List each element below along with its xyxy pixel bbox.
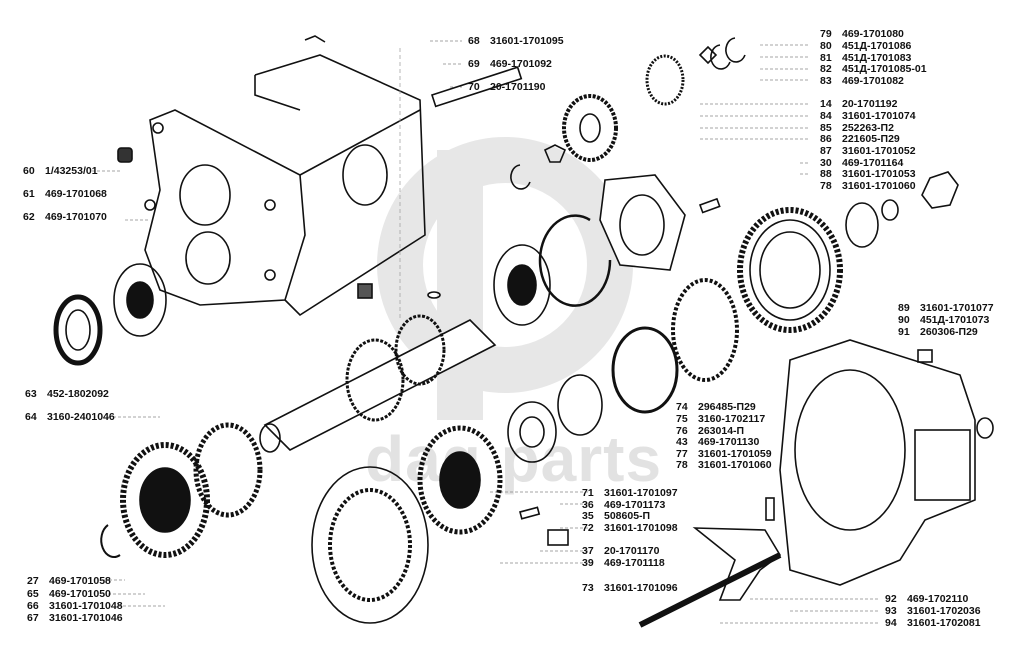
watermark-text: dag parts bbox=[365, 423, 663, 495]
input-shaft bbox=[259, 314, 497, 453]
housing-right bbox=[779, 339, 994, 586]
housing-left bbox=[144, 35, 426, 317]
leader-lines bbox=[92, 40, 880, 624]
